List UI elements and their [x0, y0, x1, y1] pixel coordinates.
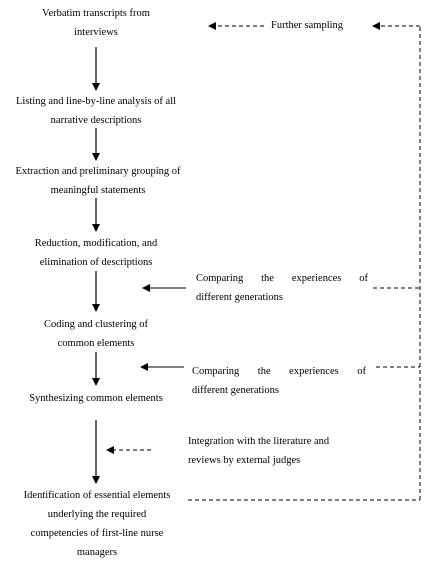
step-synthesizing: Synthesizing common elements	[10, 389, 182, 408]
step-line: Extraction and preliminary grouping of	[15, 166, 181, 177]
step-line: Verbatim transcripts from	[42, 8, 150, 19]
note-line: Further sampling	[271, 20, 344, 31]
note-line: different generations	[196, 292, 283, 303]
note-comparing-generations-2: Comparing the experiences of different g…	[192, 362, 366, 400]
step-coding-clustering: Coding and clustering of common elements	[26, 315, 166, 353]
note-line: different generations	[192, 385, 279, 396]
step-line: competencies of first-line nurse	[30, 528, 164, 539]
note-line: Comparing the experiences of	[196, 273, 368, 284]
note-further-sampling: Further sampling	[271, 16, 343, 35]
step-line: Reduction, modification, and	[34, 238, 158, 249]
note-integration-literature: Integration with the literature and revi…	[188, 432, 329, 470]
note-line: Integration with the literature and	[188, 436, 330, 447]
step-listing-analysis: Listing and line-by-line analysis of all…	[0, 92, 192, 130]
step-line: managers	[76, 547, 118, 558]
step-line: Synthesizing common elements	[29, 393, 163, 404]
step-line: Listing and line-by-line analysis of all	[15, 96, 177, 107]
step-line: underlying the required	[47, 509, 147, 520]
step-line: meaningful statements	[50, 185, 146, 196]
step-reduction-modification: Reduction, modification, and elimination…	[16, 234, 176, 272]
step-line: common elements	[57, 338, 135, 349]
step-extraction-grouping: Extraction and preliminary grouping of m…	[0, 162, 196, 200]
step-verbatim-transcripts: Verbatim transcripts from interviews	[16, 4, 176, 42]
note-line: reviews by external judges	[188, 455, 301, 466]
step-line: Coding and clustering of	[43, 319, 149, 330]
step-line: Identification of essential elements	[23, 490, 171, 501]
step-line: narrative descriptions	[50, 115, 142, 126]
step-line: interviews	[74, 27, 118, 38]
flow-connectors	[92, 22, 421, 501]
note-line: Comparing the experiences of	[192, 366, 366, 377]
step-line: elimination of descriptions	[39, 257, 153, 268]
step-identification: Identification of essential elements und…	[2, 486, 192, 562]
note-comparing-generations-1: Comparing the experiences of different g…	[196, 269, 368, 307]
